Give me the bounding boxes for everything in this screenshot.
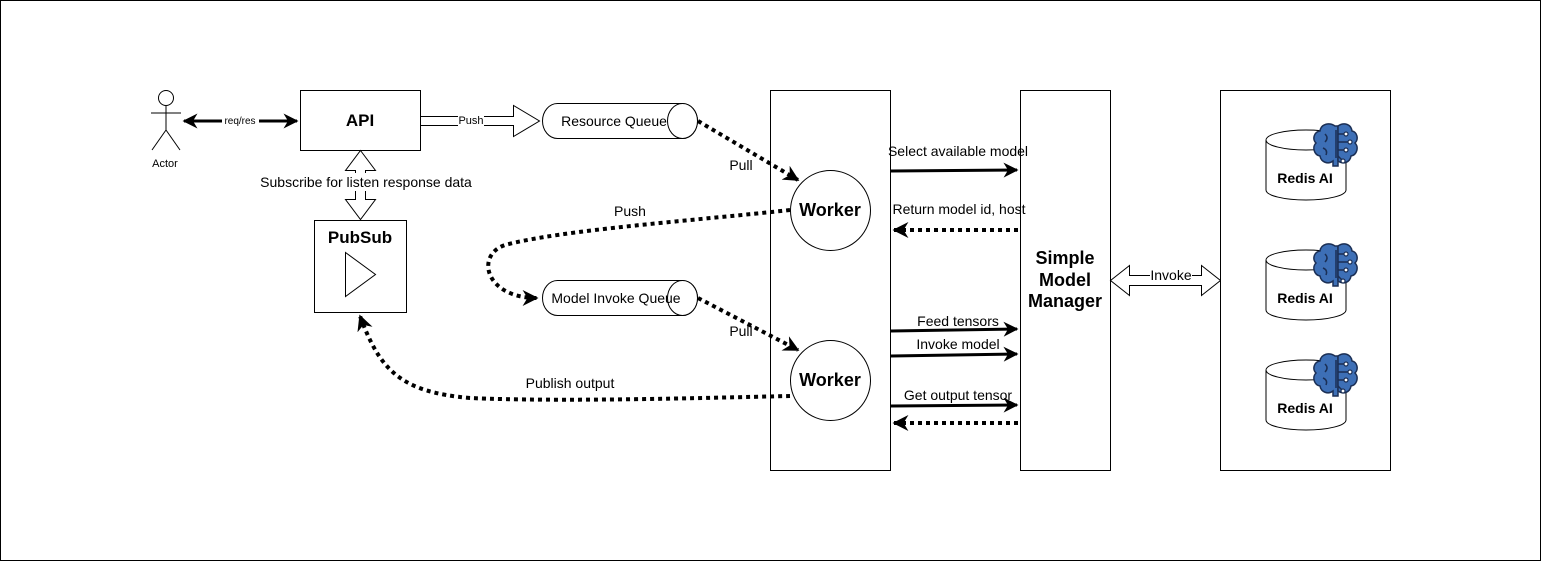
worker-node-1: Worker [790, 170, 871, 251]
worker-label-2: Worker [799, 370, 861, 390]
redis-ai-label-2: Redis AI [1277, 290, 1333, 306]
api-box: API [300, 90, 421, 151]
manager-label-3: Manager [1028, 291, 1102, 311]
redis-ai-label-1: Redis AI [1277, 170, 1333, 186]
select-model-label: Select available model [888, 143, 1028, 159]
publish-edge: Publish output [357, 314, 791, 402]
pull-label-2: Pull [729, 323, 752, 339]
invoke-label: Invoke [1150, 267, 1191, 283]
invoke-model-edge: Invoke model [890, 336, 1019, 362]
actor: Actor [151, 90, 181, 170]
model-invoke-queue-label: Model Invoke Queue [551, 290, 680, 306]
subscribe-label: Subscribe for listen response data [260, 174, 472, 190]
pull-label-1: Pull [729, 157, 752, 173]
manager-box: Simple Model Manager [1020, 90, 1111, 471]
feed-label: Feed tensors [917, 313, 999, 329]
api-label: API [346, 111, 374, 130]
subscribe-edge: Subscribe for listen response data [258, 149, 475, 221]
get-output-edge: Get output tensor [890, 387, 1019, 413]
redis-ai-node-1: Redis AI [1265, 123, 1358, 201]
pull-edge-2: Pull [697, 296, 800, 352]
worker-label-1: Worker [799, 200, 861, 220]
pull-edge-1: Pull [696, 119, 800, 182]
publish-label: Publish output [526, 375, 615, 391]
req-res-edge: req/res [182, 113, 299, 129]
push-worker-edge: Push [486, 203, 791, 306]
redis-ai-node-3: Redis AI [1265, 353, 1358, 431]
play-icon [345, 251, 377, 298]
req-res-label: req/res [224, 116, 255, 127]
invoke-edge: Invoke [1109, 264, 1222, 297]
push-worker-label: Push [614, 203, 646, 219]
manager-label-2: Model [1039, 270, 1091, 290]
actor-label: Actor [152, 158, 178, 170]
pubsub-box: PubSub [314, 220, 407, 313]
model-invoke-queue: Model Invoke Queue [542, 280, 698, 316]
feed-tensors-edge: Feed tensors [890, 313, 1019, 337]
push-api-edge: Push [420, 104, 541, 138]
resource-queue-label: Resource Queue [561, 113, 667, 129]
manager-label-1: Simple [1035, 248, 1094, 268]
redis-ai-label-3: Redis AI [1277, 400, 1333, 416]
invoke-model-label: Invoke model [916, 336, 999, 352]
push-api-label: Push [458, 115, 483, 127]
redis-ai-node-2: Redis AI [1265, 243, 1358, 321]
get-output-label: Get output tensor [904, 387, 1013, 403]
worker-node-2: Worker [790, 340, 871, 421]
resource-queue: Resource Queue [542, 103, 698, 139]
return-model-edge: Return model id, host [892, 201, 1026, 238]
pubsub-label: PubSub [328, 228, 392, 247]
return-model-label: Return model id, host [892, 201, 1025, 217]
select-model-edge: Select available model [888, 143, 1028, 178]
